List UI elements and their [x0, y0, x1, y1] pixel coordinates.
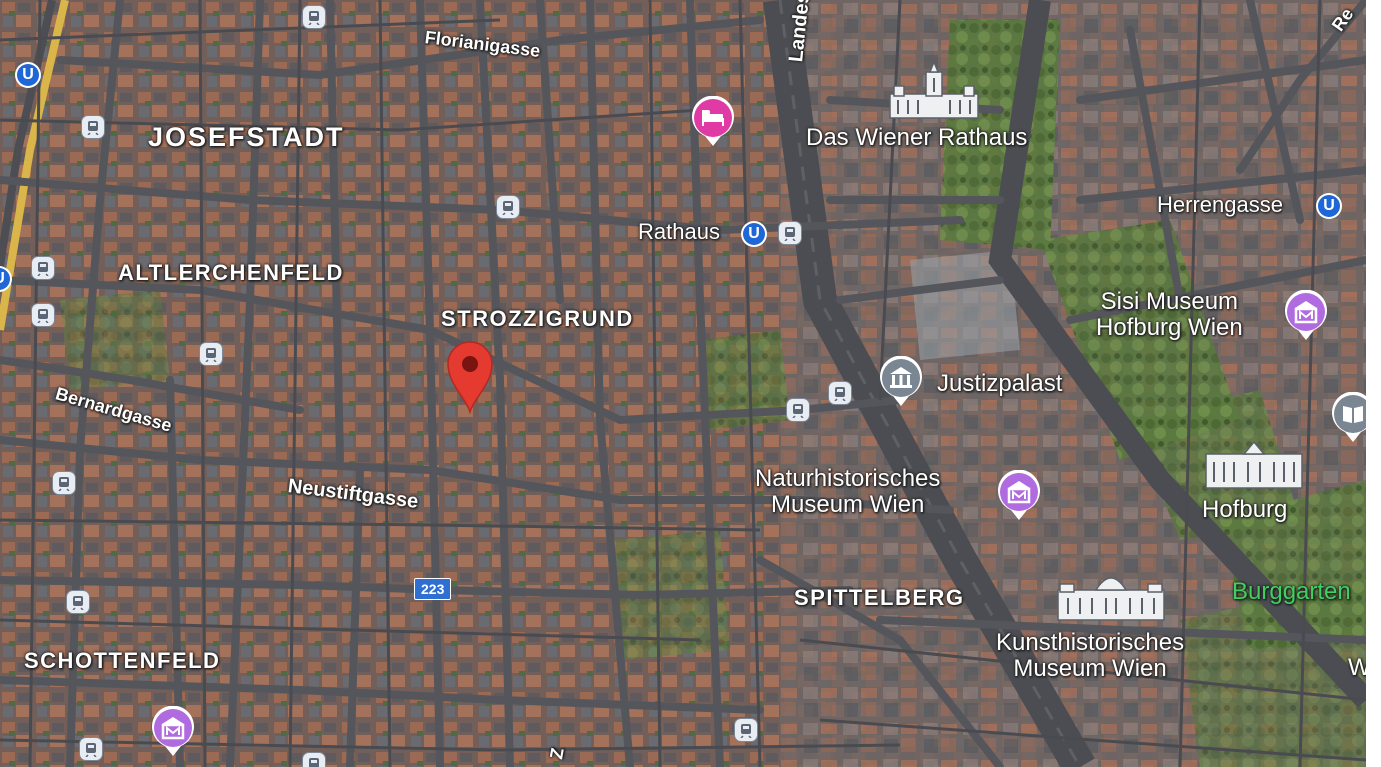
district-label-altlerchenfeld: ALTLERCHENFELD — [118, 260, 344, 285]
landmark-icon[interactable] — [878, 356, 924, 408]
khm-line-2: Museum Wien — [1013, 654, 1167, 682]
khm-landmark-icon — [1057, 577, 1165, 621]
museum-icon[interactable] — [150, 706, 196, 758]
tram-stop-icon[interactable] — [302, 5, 326, 29]
ubahn-glyph: U — [743, 223, 765, 245]
place-label-hofburg[interactable]: Hofburg — [1202, 496, 1288, 523]
route-shield-223: 223 — [414, 578, 452, 600]
nhm-line-1: Naturhistorisches — [755, 465, 941, 492]
nhm-line-2: Museum Wien — [771, 490, 925, 518]
district-label-josefstadt: JOSEFSTADT — [148, 122, 345, 152]
place-label-partial-w: W — [1348, 654, 1366, 681]
place-label-justizpalast[interactable]: Justizpalast — [937, 370, 1063, 397]
place-label-herrengasse[interactable]: Herrengasse — [1157, 192, 1283, 217]
tram-stop-icon[interactable] — [79, 737, 103, 761]
khm-line-1: Kunsthistorisches — [996, 629, 1185, 656]
district-label-strozzigrund: STROZZIGRUND — [441, 306, 634, 331]
hofburg-landmark-icon — [1205, 440, 1303, 489]
place-label-das-wiener-rathaus[interactable]: Das Wiener Rathaus — [806, 124, 1028, 151]
ubahn-icon[interactable]: U — [741, 221, 767, 247]
library-icon[interactable] — [1330, 392, 1366, 444]
district-label-schottenfeld: SCHOTTENFELD — [24, 648, 221, 673]
place-label-sisi-museum[interactable]: Sisi Museum Hofburg Wien — [1096, 289, 1243, 341]
tram-stop-icon[interactable] — [496, 195, 520, 219]
ubahn-glyph: U — [1318, 195, 1340, 217]
tram-stop-icon[interactable] — [199, 342, 223, 366]
rathaus-landmark-icon — [889, 62, 979, 119]
museum-icon[interactable] — [1283, 290, 1329, 342]
tram-stop-icon[interactable] — [302, 752, 326, 767]
place-label-rathaus-station[interactable]: Rathaus — [638, 219, 720, 244]
ubahn-icon[interactable]: U — [15, 62, 41, 88]
sisi-line-1: Sisi Museum — [1100, 288, 1239, 315]
tram-stop-icon[interactable] — [828, 381, 852, 405]
tram-stop-icon[interactable] — [81, 115, 105, 139]
ubahn-glyph: U — [0, 268, 10, 290]
ubahn-icon[interactable]: U — [0, 266, 12, 292]
museum-icon[interactable] — [996, 470, 1042, 522]
ubahn-icon[interactable]: U — [1316, 193, 1342, 219]
place-label-burggarten[interactable]: Burggarten — [1232, 578, 1351, 605]
tram-stop-icon[interactable] — [66, 590, 90, 614]
tram-stop-icon[interactable] — [786, 398, 810, 422]
tram-stop-icon[interactable] — [52, 471, 76, 495]
sisi-line-2: Hofburg Wien — [1096, 313, 1243, 341]
tram-stop-icon[interactable] — [31, 256, 55, 280]
hotel-icon[interactable] — [690, 96, 736, 148]
district-label-spittelberg: SPITTELBERG — [794, 585, 965, 610]
ubahn-glyph: U — [17, 64, 39, 86]
tram-stop-icon[interactable] — [778, 221, 802, 245]
location-pin-icon[interactable] — [444, 338, 496, 414]
tram-stop-icon[interactable] — [734, 718, 758, 742]
place-label-naturhistorisches-museum[interactable]: Naturhistorisches Museum Wien — [755, 466, 940, 518]
place-label-kunsthistorisches-museum[interactable]: Kunsthistorisches Museum Wien — [996, 630, 1184, 682]
tram-stop-icon[interactable] — [31, 303, 55, 327]
